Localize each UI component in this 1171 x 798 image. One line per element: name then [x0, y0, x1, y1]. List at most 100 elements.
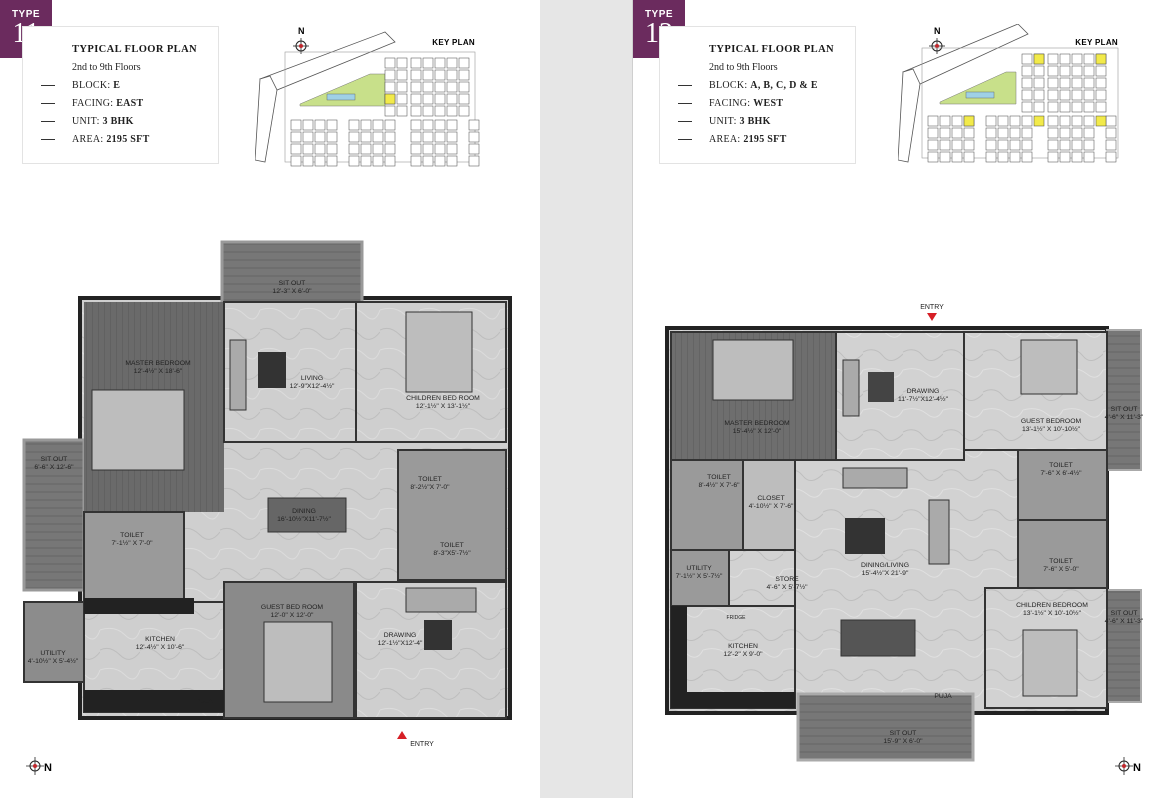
key-plan-unit-cell [422, 93, 434, 105]
key-plan: KEY PLAN N [897, 23, 1123, 170]
key-plan-unit-cell [446, 105, 458, 117]
key-plan-unit-cell [1071, 151, 1083, 163]
key-plan-unit-cell [468, 155, 480, 167]
key-plan-unit-cell [1033, 115, 1045, 127]
key-plan-unit-cell [360, 119, 372, 131]
floor-plan-page-type-11: TYPE 11 TYPICAL FLOOR PLAN 2nd to 9th Fl… [0, 0, 540, 798]
key-plan-title: KEY PLAN [432, 38, 475, 47]
key-plan-unit-cell [1047, 77, 1059, 89]
key-plan: KEY PLAN N [254, 24, 480, 170]
key-plan-unit-cell [1071, 89, 1083, 101]
key-plan-unit-cell [1095, 77, 1107, 89]
key-plan-unit-cell [985, 139, 997, 151]
key-plan-unit-cell [434, 105, 446, 117]
key-plan-unit-cell [985, 115, 997, 127]
key-plan-unit-cell [314, 155, 326, 167]
key-plan-unit-cell [348, 155, 360, 167]
block-row: BLOCK: A, B, C, D & E [678, 80, 818, 94]
key-plan-unit-cell [434, 119, 446, 131]
key-plan-unit-cell [927, 139, 939, 151]
key-plan-unit-cell [1021, 65, 1033, 77]
key-plan-unit-cell [410, 143, 422, 155]
compass-bottom: N [1115, 757, 1141, 780]
key-plan-unit-cell [290, 119, 302, 131]
key-plan-unit-cell [939, 127, 951, 139]
key-plan-unit-cell [302, 131, 314, 143]
key-plan-unit-cell [326, 155, 338, 167]
key-plan-unit-cell [434, 57, 446, 69]
key-plan-unit-cell [422, 131, 434, 143]
key-plan-unit-cell [446, 155, 458, 167]
key-plan-unit-cell [360, 155, 372, 167]
unit-info-box: TYPICAL FLOOR PLAN 2nd to 9th Floors BLO… [659, 26, 856, 164]
key-plan-unit-cell [396, 93, 408, 105]
key-plan-unit-cell [1105, 139, 1117, 151]
key-plan-map: N [254, 26, 480, 167]
key-plan-unit-cell [314, 143, 326, 155]
key-plan-unit-cell [1083, 139, 1095, 151]
key-plan-unit-cell [434, 93, 446, 105]
key-plan-unit-cell [951, 127, 963, 139]
key-plan-unit-cell [927, 151, 939, 163]
key-plan-unit-cell [1059, 101, 1071, 113]
compass-n-label: N [44, 762, 52, 774]
key-plan-unit-cell [348, 119, 360, 131]
key-plan-unit-cell [1033, 77, 1045, 89]
unit-row: UNIT: 3 BHK [41, 116, 134, 130]
key-plan-unit-cell [372, 143, 384, 155]
key-plan-unit-cell [951, 115, 963, 127]
key-plan-unit-cell [1059, 77, 1071, 89]
key-plan-unit-grid [290, 57, 480, 167]
compass-n-label: N [1133, 762, 1141, 774]
key-plan-unit-cell [458, 57, 470, 69]
key-plan-unit-cell [1021, 127, 1033, 139]
key-plan-unit-cell [1095, 101, 1107, 113]
compass-icon [26, 757, 44, 775]
key-plan-unit-cell [458, 105, 470, 117]
facing-row: FACING: EAST [41, 98, 144, 112]
key-plan-unit-cell [939, 115, 951, 127]
key-plan-unit-cell [1083, 53, 1095, 65]
key-plan-unit-cell [985, 127, 997, 139]
compass-n-label: N [298, 26, 305, 36]
key-plan-unit-cell [360, 143, 372, 155]
key-plan-unit-cell [1009, 115, 1021, 127]
key-plan-unit-cell [927, 127, 939, 139]
key-plan-unit-cell [372, 155, 384, 167]
key-plan-unit-cell [348, 143, 360, 155]
key-plan-unit-cell [468, 143, 480, 155]
key-plan-unit-cell [1047, 53, 1059, 65]
key-plan-unit-cell [384, 69, 396, 81]
key-plan-unit-cell [446, 93, 458, 105]
key-plan-unit-cell [1009, 127, 1021, 139]
key-plan-unit-cell [1021, 115, 1033, 127]
key-plan-unit-cell [951, 151, 963, 163]
key-plan-unit-cell [422, 105, 434, 117]
key-plan-unit-cell [410, 105, 422, 117]
area-row: AREA: 2195 SFT [678, 134, 787, 148]
key-plan-unit-cell [422, 119, 434, 131]
floor-plan-svg-type-11 [22, 240, 512, 720]
compass-icon [293, 38, 309, 54]
key-plan-unit-cell [927, 115, 939, 127]
key-plan-unit-cell [434, 131, 446, 143]
key-plan-unit-cell [1083, 127, 1095, 139]
facing-row: FACING: WEST [678, 98, 783, 112]
key-plan-unit-cell [1021, 77, 1033, 89]
floors-text: 2nd to 9th Floors [709, 62, 778, 73]
key-plan-unit-cell [1059, 127, 1071, 139]
key-plan-unit-cell [997, 115, 1009, 127]
entry-label: ENTRY [410, 741, 434, 748]
